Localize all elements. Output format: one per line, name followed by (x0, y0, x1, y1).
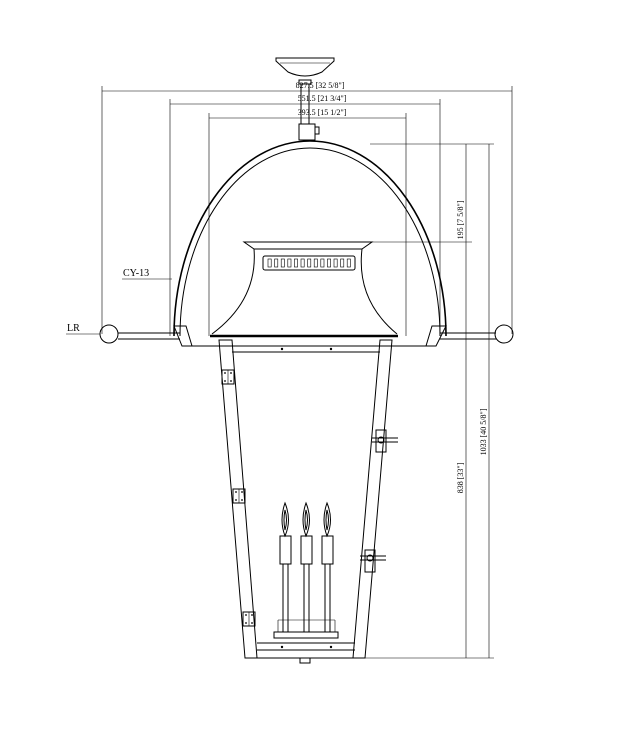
vent-slot (287, 258, 292, 268)
overall-width-label: 827.5 [32 5/8"] (296, 81, 345, 90)
vent-slot (340, 258, 345, 268)
vent-slot (307, 258, 312, 268)
right-arm (440, 324, 514, 344)
dimension-body-width: 393.5 [15 1/2"] (208, 108, 407, 336)
candle-cluster (273, 501, 339, 639)
body-height-label: 838 [33"] (456, 462, 465, 493)
callout-cy: CY-13 (122, 268, 172, 280)
latch-upper-icon (372, 429, 398, 453)
left-hinges (221, 369, 256, 627)
dome-hood (173, 139, 447, 337)
left-arm (99, 324, 180, 344)
candle-left (279, 501, 292, 632)
vent-slot (313, 258, 318, 268)
vent-slot (267, 258, 272, 268)
latch-lower-icon (360, 549, 386, 573)
dome-base-rim (173, 325, 447, 347)
dimension-overall-height: 1033 [40 5/8"] (365, 143, 494, 659)
ceiling-canopy (275, 57, 335, 85)
overall-height-label: 1033 [40 5/8"] (479, 408, 488, 455)
vent-slot (280, 258, 285, 268)
hood-height-label: 195 [7 5/8"] (456, 200, 465, 239)
candle-center (300, 501, 313, 632)
vent-slot (320, 258, 325, 268)
vent-slot (294, 258, 298, 268)
body-width-label: 393.5 [15 1/2"] (298, 108, 347, 117)
callout-lr: LR (66, 323, 100, 335)
lr-callout-label: LR (67, 323, 80, 334)
dimension-body-height: 838 [33"] (456, 242, 467, 658)
vent-slot (327, 258, 331, 268)
cy-callout-label: CY-13 (123, 268, 149, 279)
candle-right (321, 501, 334, 632)
vent-slot (274, 258, 279, 268)
hinge-top-icon (221, 369, 235, 385)
hinge-bottom-icon (242, 611, 256, 627)
dimension-overall-width: 827.5 [32 5/8"] (101, 81, 513, 334)
vent-slot (346, 258, 351, 268)
right-latches (360, 429, 398, 573)
inner-burner-hood (211, 241, 398, 335)
vent-slot (333, 258, 338, 268)
vent-slots (267, 258, 351, 268)
dimension-hood-height: 195 [7 5/8"] (370, 143, 472, 243)
dimension-arm-width: 551.5 [21 3/4"] (169, 94, 441, 336)
vent-slot (300, 258, 305, 268)
arm-width-label: 551.5 [21 3/4"] (298, 94, 347, 103)
hinge-middle-icon (232, 488, 246, 504)
